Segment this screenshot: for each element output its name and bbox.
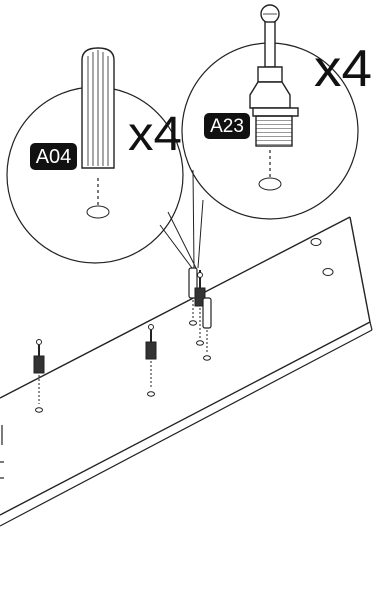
quantity-a04: x4: [128, 108, 182, 161]
part-label-a04: A04: [36, 146, 72, 168]
dowel-installed: [202, 297, 212, 361]
installed-parts: [33, 267, 212, 413]
threaded-insert-icon: [249, 4, 299, 147]
board-hole: [310, 238, 322, 246]
insert-hole-icon: [258, 177, 282, 191]
board-hole: [322, 268, 334, 276]
part-label-a23: A23: [210, 116, 244, 137]
insert-installed: [145, 324, 157, 397]
callout-a04: A04 x4: [6, 47, 197, 269]
dowel-icon: [81, 47, 115, 169]
callout-a23: A23 x4: [181, 4, 372, 269]
quantity-a23: x4: [314, 40, 372, 98]
board-panel: [0, 216, 374, 532]
part-label-a23-bg: [204, 113, 250, 139]
dowel-hole-icon: [86, 205, 110, 219]
insert-installed: [194, 270, 206, 346]
insert-installed: [33, 339, 45, 413]
part-label-a04-bg: [30, 143, 77, 170]
